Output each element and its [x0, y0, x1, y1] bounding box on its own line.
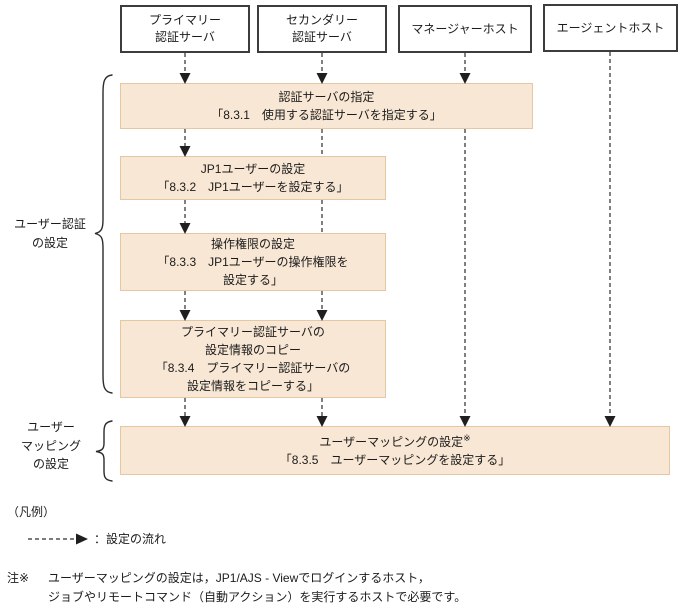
brace-user-auth-icon [94, 74, 113, 394]
step-section-ref: 「8.3.1 使用する認証サーバを指定する」 [211, 108, 442, 122]
step-title: 操作権限の設定 [210, 237, 295, 251]
host-box-primary-auth-server: プライマリー 認証サーバ [120, 5, 250, 53]
note-text: ユーザーマッピングの設定は，JP1/AJS - Viewでログインするホスト， … [48, 571, 467, 604]
step-box-8-3-1-specify-auth-server: 認証サーバの指定 「8.3.1 使用する認証サーバを指定する」 [120, 83, 533, 129]
host-box-secondary-auth-server: セカンダリー 認証サーバ [257, 5, 387, 53]
group-label-user-authentication-setup: ユーザー認証 の設定 [14, 217, 86, 250]
step-box-8-3-5-user-mapping: ユーザーマッピングの設定※ 「8.3.5 ユーザーマッピングを設定する」 [120, 426, 670, 475]
group-braces [94, 74, 113, 482]
host-box-agent-host: エージェントホスト [543, 4, 678, 52]
step-section-ref: 「8.3.3 JP1ユーザーの操作権限を 設定する」 [157, 255, 349, 287]
host-box-primary-auth-server-label: プライマリー 認証サーバ [148, 13, 221, 44]
step-title: プライマリー認証サーバの 設定情報のコピー [181, 325, 325, 357]
note-marker: 注※ [7, 571, 30, 585]
step-title: 認証サーバの指定 [278, 90, 375, 104]
group-label-user-mapping-setup: ユーザー マッピング の設定 [20, 420, 81, 471]
brace-user-mapping-icon [95, 420, 113, 482]
step-section-ref: 「8.3.2 JP1ユーザーを設定する」 [157, 180, 349, 194]
step-section-ref: 「8.3.4 プライマリー認証サーバの 設定情報をコピーする」 [155, 361, 351, 393]
host-box-manager-host: マネージャーホスト [398, 5, 532, 53]
step-box-8-3-3-set-operation-permissions: 操作権限の設定 「8.3.3 JP1ユーザーの操作権限を 設定する」 [120, 233, 386, 291]
step-section-ref: 「8.3.5 ユーザーマッピングを設定する」 [279, 452, 511, 467]
host-box-secondary-auth-server-label: セカンダリー 認証サーバ [285, 13, 358, 44]
legend-heading: （凡例） [7, 505, 56, 519]
step-box-8-3-4-copy-primary-settings: プライマリー認証サーバの 設定情報のコピー 「8.3.4 プライマリー認証サーバ… [120, 320, 386, 398]
step-box-8-3-2-set-jp1-users: JP1ユーザーの設定 「8.3.2 JP1ユーザーを設定する」 [120, 156, 386, 200]
host-box-agent-host-label: エージェントホスト [556, 20, 665, 35]
host-box-manager-host-label: マネージャーホスト [411, 21, 519, 36]
note-reference-mark: ※ [463, 432, 471, 443]
step-title: JP1ユーザーの設定 [200, 162, 306, 176]
legend-flow-label: ：設定の流れ [94, 532, 167, 546]
legend-arrowhead-icon [76, 533, 88, 545]
step-title: ユーザーマッピングの設定※ [319, 432, 471, 449]
